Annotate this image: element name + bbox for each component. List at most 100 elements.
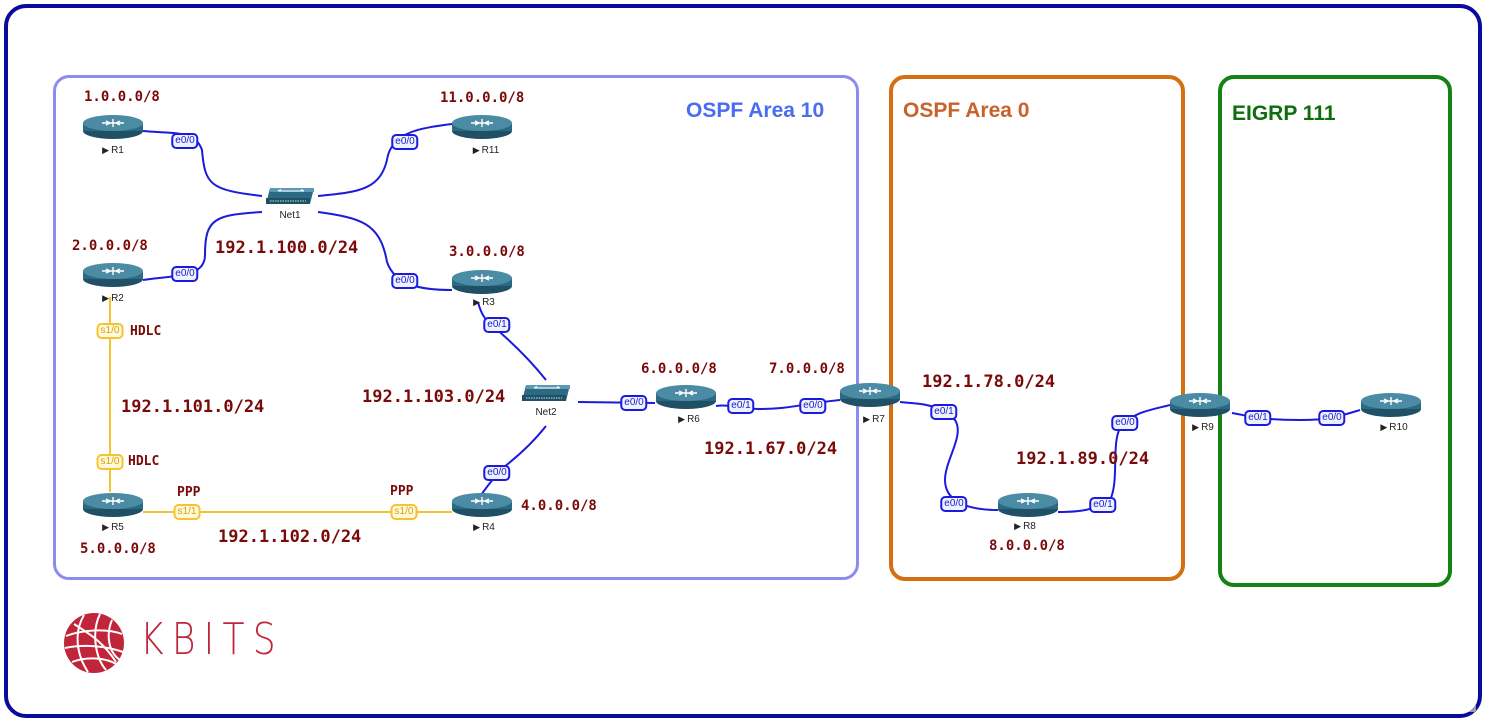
interface-r2-s1-0[interactable]: s1/0 <box>96 323 124 339</box>
device-label: R4 <box>482 522 495 533</box>
link-r11-net1 <box>317 123 453 197</box>
device-name-r7: ▶R7 <box>863 414 885 425</box>
zone-title-eigrp-111: EIGRP 111 <box>1232 102 1336 125</box>
device-name-r6: ▶R6 <box>678 414 700 425</box>
router-r10[interactable] <box>1360 392 1422 418</box>
protocol-label-r2-hdlc: HDLC <box>130 324 162 339</box>
router-icon <box>83 263 143 287</box>
link-r8-r9 <box>1057 404 1171 513</box>
interface-r5-s1-0[interactable]: s1/0 <box>96 454 124 470</box>
router-icon <box>83 493 143 517</box>
router-r7[interactable] <box>839 382 901 408</box>
router-r4[interactable] <box>451 492 513 518</box>
zone-title-ospf-area-0: OSPF Area 0 <box>903 99 1030 122</box>
device-label: R5 <box>111 522 124 533</box>
router-icon <box>1361 393 1421 417</box>
device-label: R10 <box>1389 422 1408 433</box>
interface-r9-e0-0[interactable]: e0/0 <box>1111 415 1139 431</box>
device-name-r11: ▶R11 <box>472 145 500 156</box>
switch-icon <box>266 188 314 204</box>
link-r3-net1 <box>317 211 453 291</box>
switch-net2[interactable] <box>520 381 572 405</box>
zone-title-ospf-area-10: OSPF Area 10 <box>686 99 825 122</box>
zone-ospf-area-0 <box>889 75 1185 581</box>
router-r6[interactable] <box>655 384 717 410</box>
resize-grip[interactable] <box>1469 705 1476 712</box>
network-label-192-1-89: 192.1.89.0/24 <box>1016 449 1150 469</box>
device-name-r2: ▶R2 <box>102 293 124 304</box>
interface-r8-e0-0[interactable]: e0/0 <box>940 496 968 512</box>
interface-r7-e0-1[interactable]: e0/1 <box>930 404 958 420</box>
router-icon <box>452 270 512 294</box>
prefix-label-r7: 7.0.0.0/8 <box>769 361 845 377</box>
link-r4-net2 <box>477 425 547 501</box>
interface-r8-e0-1[interactable]: e0/1 <box>1089 497 1117 513</box>
prefix-label-r5: 5.0.0.0/8 <box>80 541 156 557</box>
device-name-net1: Net1 <box>279 210 301 221</box>
device-label: R7 <box>872 414 885 425</box>
router-r5[interactable] <box>82 492 144 518</box>
device-name-r1: ▶R1 <box>102 145 124 156</box>
interface-r6-e0-1[interactable]: e0/1 <box>727 398 755 414</box>
link-r3-net2 <box>477 301 547 381</box>
router-r8[interactable] <box>997 492 1059 518</box>
router-icon <box>1170 393 1230 417</box>
device-name-r3: ▶R3 <box>473 297 495 308</box>
network-label-192-1-102: 192.1.102.0/24 <box>218 527 362 547</box>
device-label: R6 <box>687 414 700 425</box>
interface-r4-e0-0[interactable]: e0/0 <box>483 465 511 481</box>
device-name-r4: ▶R4 <box>473 522 495 533</box>
switch-icon <box>522 385 570 401</box>
kbits-logo: KBITS <box>62 612 302 674</box>
router-icon <box>452 493 512 517</box>
prefix-label-r4: 4.0.0.0/8 <box>521 498 597 514</box>
globe-icon <box>64 613 124 673</box>
interface-r3-e0-1[interactable]: e0/1 <box>483 317 511 333</box>
link-r2-net1 <box>142 211 263 281</box>
router-icon <box>998 493 1058 517</box>
diagram-frame <box>4 4 1482 718</box>
router-icon <box>840 383 900 407</box>
device-label: R9 <box>1201 422 1214 433</box>
prefix-label-r2: 2.0.0.0/8 <box>72 238 148 254</box>
device-name-r9: ▶R9 <box>1192 422 1214 433</box>
interface-r5-s1-1[interactable]: s1/1 <box>173 504 201 520</box>
prefix-label-r6: 6.0.0.0/8 <box>641 361 717 377</box>
device-name-r10: ▶R10 <box>1380 422 1408 433</box>
router-r9[interactable] <box>1169 392 1231 418</box>
router-r11[interactable] <box>451 114 513 140</box>
interface-r10-e0-0[interactable]: e0/0 <box>1318 410 1346 426</box>
interface-r4-s1-0[interactable]: s1/0 <box>390 504 418 520</box>
interface-r7-e0-0[interactable]: e0/0 <box>799 398 827 414</box>
device-name-r5: ▶R5 <box>102 522 124 533</box>
logo-text: KBITS <box>140 614 284 665</box>
prefix-label-r1: 1.0.0.0/8 <box>84 89 160 105</box>
interface-r1-e0-0[interactable]: e0/0 <box>171 133 199 149</box>
zone-ospf-area-10 <box>53 75 859 580</box>
protocol-label-r5-hdlc: HDLC <box>128 454 160 469</box>
network-label-192-1-100: 192.1.100.0/24 <box>215 238 359 258</box>
link-r1-net1 <box>142 130 263 197</box>
device-label: R11 <box>481 145 500 156</box>
interface-r2-e0-0[interactable]: e0/0 <box>171 266 199 282</box>
device-label: R1 <box>111 145 124 156</box>
network-label-192-1-101: 192.1.101.0/24 <box>121 397 265 417</box>
prefix-label-r11: 11.0.0.0/8 <box>440 90 525 106</box>
interface-r11-e0-0[interactable]: e0/0 <box>391 134 419 150</box>
interface-r9-e0-1[interactable]: e0/1 <box>1244 410 1272 426</box>
router-r1[interactable] <box>82 114 144 140</box>
network-label-192-1-103: 192.1.103.0/24 <box>362 387 506 407</box>
router-r3[interactable] <box>451 269 513 295</box>
device-name-r8: ▶R8 <box>1014 521 1036 532</box>
protocol-label-r5-ppp: PPP <box>177 485 201 500</box>
interface-r3-e0-0[interactable]: e0/0 <box>391 273 419 289</box>
router-icon <box>452 115 512 139</box>
device-label: R2 <box>111 293 124 304</box>
switch-net1[interactable] <box>264 184 316 208</box>
network-label-192-1-78: 192.1.78.0/24 <box>922 372 1056 392</box>
zone-eigrp-111 <box>1218 75 1452 587</box>
interface-r6-e0-0[interactable]: e0/0 <box>620 395 648 411</box>
router-icon <box>83 115 143 139</box>
network-label-192-1-67: 192.1.67.0/24 <box>704 439 838 459</box>
router-r2[interactable] <box>82 262 144 288</box>
